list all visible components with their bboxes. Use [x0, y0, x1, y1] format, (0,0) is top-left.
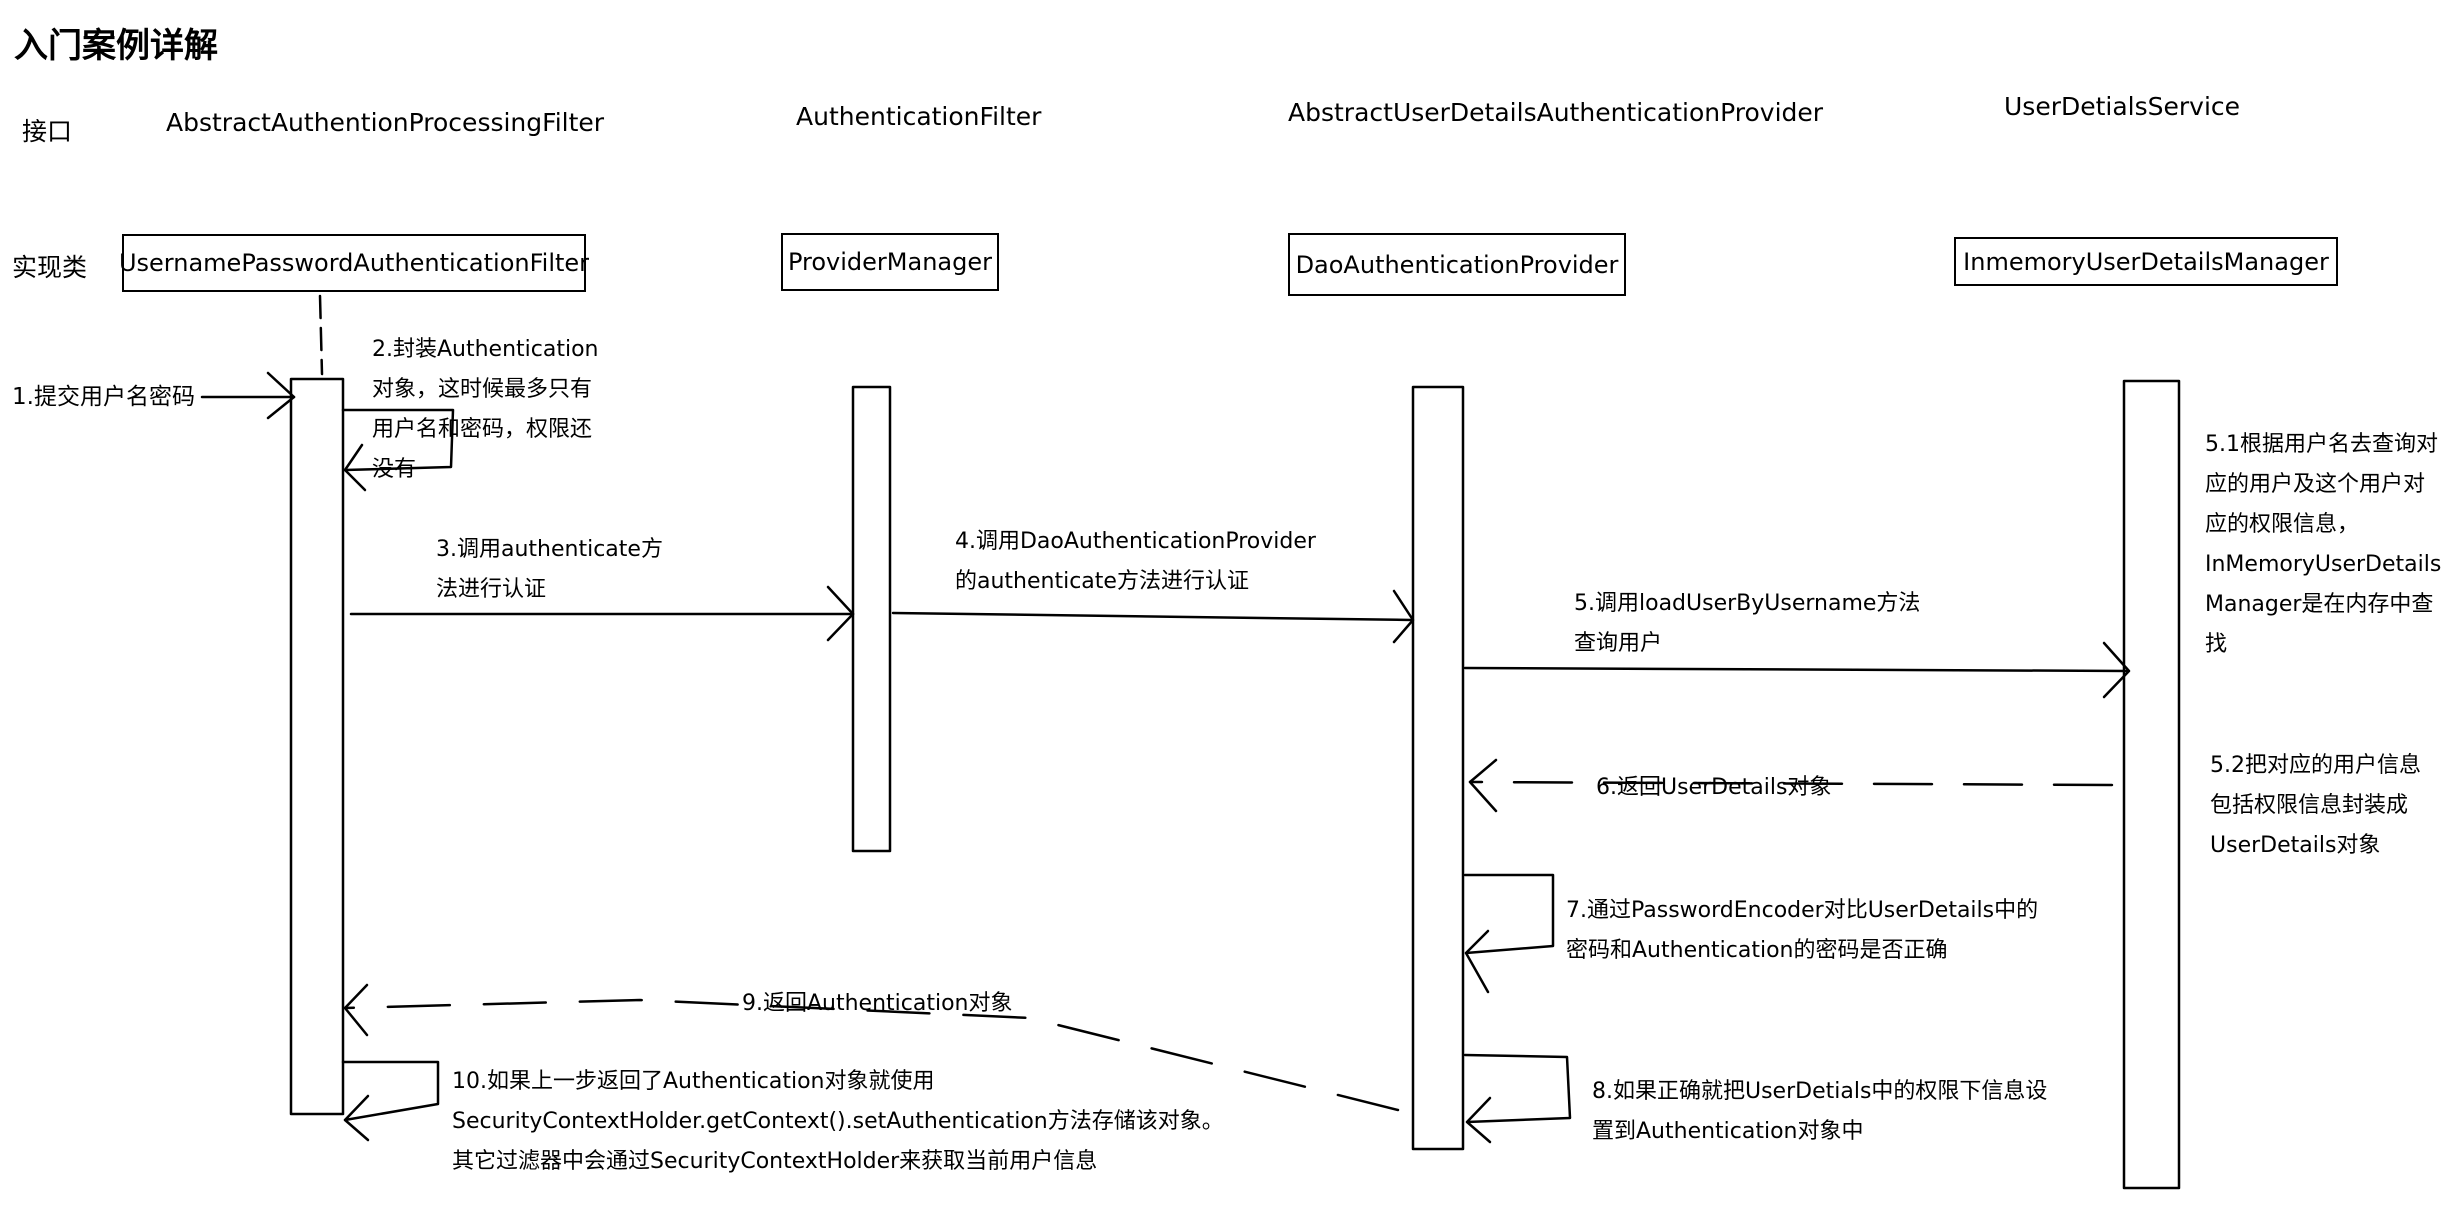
step-5-2-line: 包括权限信息封装成 [2210, 793, 2409, 818]
step-10-note: 10.如果上一步返回了Authentication对象就使用 SecurityC… [452, 1062, 1224, 1182]
step-5-1-line: InMemoryUserDetails [2205, 552, 2442, 577]
arrow-step-8 [1463, 1053, 1572, 1124]
arrowhead-step-3 [826, 585, 855, 642]
impl-label-dao-provider: DaoAuthenticationProvider [1295, 250, 1619, 279]
row-label-impl: 实现类 [12, 253, 88, 282]
step-5-1-line: 应的权限信息， [2205, 512, 2360, 537]
step-1-label: 1.提交用户名密码 [12, 384, 195, 410]
arrowhead-step-7 [1464, 929, 1490, 994]
step-5-2-line: UserDetails对象 [2210, 833, 2381, 858]
step-7-line: 7.通过PasswordEncoder对比UserDetails中的 [1566, 898, 2039, 923]
impl-label-provider-manager: ProviderManager [787, 248, 992, 276]
step-10-line: 其它过滤器中会通过SecurityContextHolder来获取当前用户信息 [452, 1149, 1098, 1174]
row-label-interface: 接口 [22, 117, 73, 146]
step-7-note: 7.通过PasswordEncoder对比UserDetails中的 密码和Au… [1566, 891, 2038, 971]
step-2-note: 2.封装Authentication 对象，这时候最多只有 用户名和密码，权限还… [372, 330, 599, 490]
activation-provider-manager [851, 385, 892, 853]
arrowhead-step-9 [343, 983, 369, 1037]
step-10-line: SecurityContextHolder.getContext().setAu… [452, 1109, 1224, 1134]
step-7-line: 密码和Authentication的密码是否正确 [1566, 938, 1948, 963]
step-8-line: 8.如果正确就把UserDetials中的权限下信息设 [1592, 1079, 2048, 1104]
step-3-line: 3.调用authenticate方 [436, 537, 663, 562]
step-3-line: 法进行认证 [436, 577, 547, 602]
impl-label-username-password-filter: UsernamePasswordAuthenticationFilter [118, 249, 590, 277]
step-8-note: 8.如果正确就把UserDetials中的权限下信息设 置到Authentica… [1592, 1072, 2047, 1152]
arrow-step-10 [341, 1060, 440, 1122]
step-5-1-line: 5.1根据用户名去查询对 [2205, 432, 2438, 457]
step-5-1-line: 应的用户及这个用户对 [2205, 472, 2426, 497]
step-5-1-line: Manager是在内存中查 [2205, 592, 2434, 617]
lifeline-stub [318, 294, 324, 376]
arrow-step-2 [341, 408, 455, 472]
arrowhead-step-2 [343, 443, 367, 492]
interface-user-details-service: UserDetialsService [2004, 92, 2241, 121]
impl-box-username-password-filter: UsernamePasswordAuthenticationFilter [118, 234, 590, 292]
diagram-title: 入门案例详解 [14, 26, 218, 66]
step-4-note: 4.调用DaoAuthenticationProvider 的authentic… [955, 522, 1316, 602]
step-2-line: 没有 [372, 457, 417, 482]
activation-inmemory-manager [2122, 379, 2181, 1190]
step-10-line: 10.如果上一步返回了Authentication对象就使用 [452, 1069, 935, 1094]
step-6-label: 6.返回UserDetails对象 [1596, 775, 1832, 800]
interface-abstract-processing-filter: AbstractAuthentionProcessingFilter [166, 108, 605, 137]
step-4-line: 的authenticate方法进行认证 [955, 569, 1249, 594]
step-5-1-note: 5.1根据用户名去查询对 应的用户及这个用户对 应的权限信息， InMemory… [2205, 425, 2441, 665]
impl-box-dao-provider: DaoAuthenticationProvider [1288, 233, 1626, 296]
step-2-line: 用户名和密码，权限还 [372, 417, 593, 442]
step-5-2-line: 5.2把对应的用户信息 [2210, 753, 2421, 778]
arrow-step-5 [1463, 666, 2131, 673]
arrowhead-step-4 [1392, 589, 1415, 644]
impl-box-provider-manager: ProviderManager [781, 233, 999, 291]
step-9-label: 9.返回Authentication对象 [742, 991, 1013, 1016]
arrow-step-7 [1463, 873, 1555, 955]
step-2-line: 2.封装Authentication [372, 337, 599, 362]
impl-box-inmemory-manager: InmemoryUserDetailsManager [1954, 237, 2338, 286]
interface-authentication-filter: AuthenticationFilter [796, 102, 1042, 131]
arrowhead-step-8 [1465, 1096, 1492, 1144]
arrowhead-step-5 [2102, 641, 2131, 699]
arrow-step-6 [1468, 780, 2114, 787]
impl-label-inmemory-manager: InmemoryUserDetailsManager [1963, 247, 2329, 276]
step-8-line: 置到Authentication对象中 [1592, 1119, 1864, 1144]
arrowhead-step-10 [343, 1094, 370, 1142]
activation-dao-provider [1411, 385, 1465, 1151]
step-5-note: 5.调用loadUserByUsername方法 查询用户 [1574, 584, 1920, 664]
arrowhead-step-6 [1468, 758, 1498, 813]
step-5-1-line: 找 [2205, 632, 2228, 657]
step-2-line: 对象，这时候最多只有 [372, 377, 593, 402]
step-4-line: 4.调用DaoAuthenticationProvider [955, 529, 1316, 554]
step-5-2-note: 5.2把对应的用户信息 包括权限信息封装成 UserDetails对象 [2210, 746, 2421, 866]
step-5-line: 查询用户 [1574, 631, 1663, 656]
step-3-note: 3.调用authenticate方 法进行认证 [436, 530, 663, 610]
arrowhead-step-1 [266, 371, 296, 420]
arrow-step-4 [891, 611, 1414, 622]
arrow-step-9 [343, 998, 1400, 1112]
activation-filter [289, 377, 345, 1116]
interface-abstract-user-details-provider: AbstractUserDetailsAuthenticationProvide… [1288, 98, 1824, 127]
step-5-line: 5.调用loadUserByUsername方法 [1574, 591, 1921, 616]
